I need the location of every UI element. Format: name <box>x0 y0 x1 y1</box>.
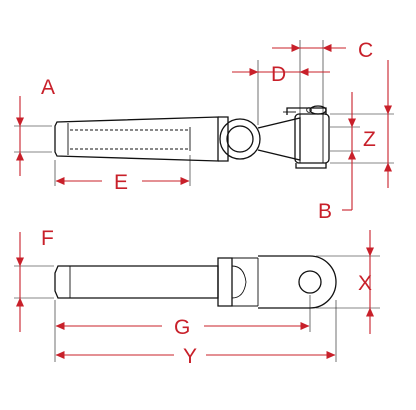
dimension-lines <box>16 44 392 359</box>
label-c: C <box>358 39 373 62</box>
label-y: Y <box>183 345 197 368</box>
label-d: D <box>271 63 286 86</box>
label-z: Z <box>363 128 376 151</box>
label-f: F <box>41 227 54 250</box>
side-view-fitting <box>54 255 337 309</box>
label-x: X <box>358 272 372 295</box>
label-b: B <box>318 200 332 223</box>
label-a: A <box>41 76 55 99</box>
extension-lines <box>14 40 394 362</box>
label-g: G <box>174 316 190 339</box>
label-e: E <box>114 171 128 194</box>
top-view-fitting <box>54 105 330 169</box>
